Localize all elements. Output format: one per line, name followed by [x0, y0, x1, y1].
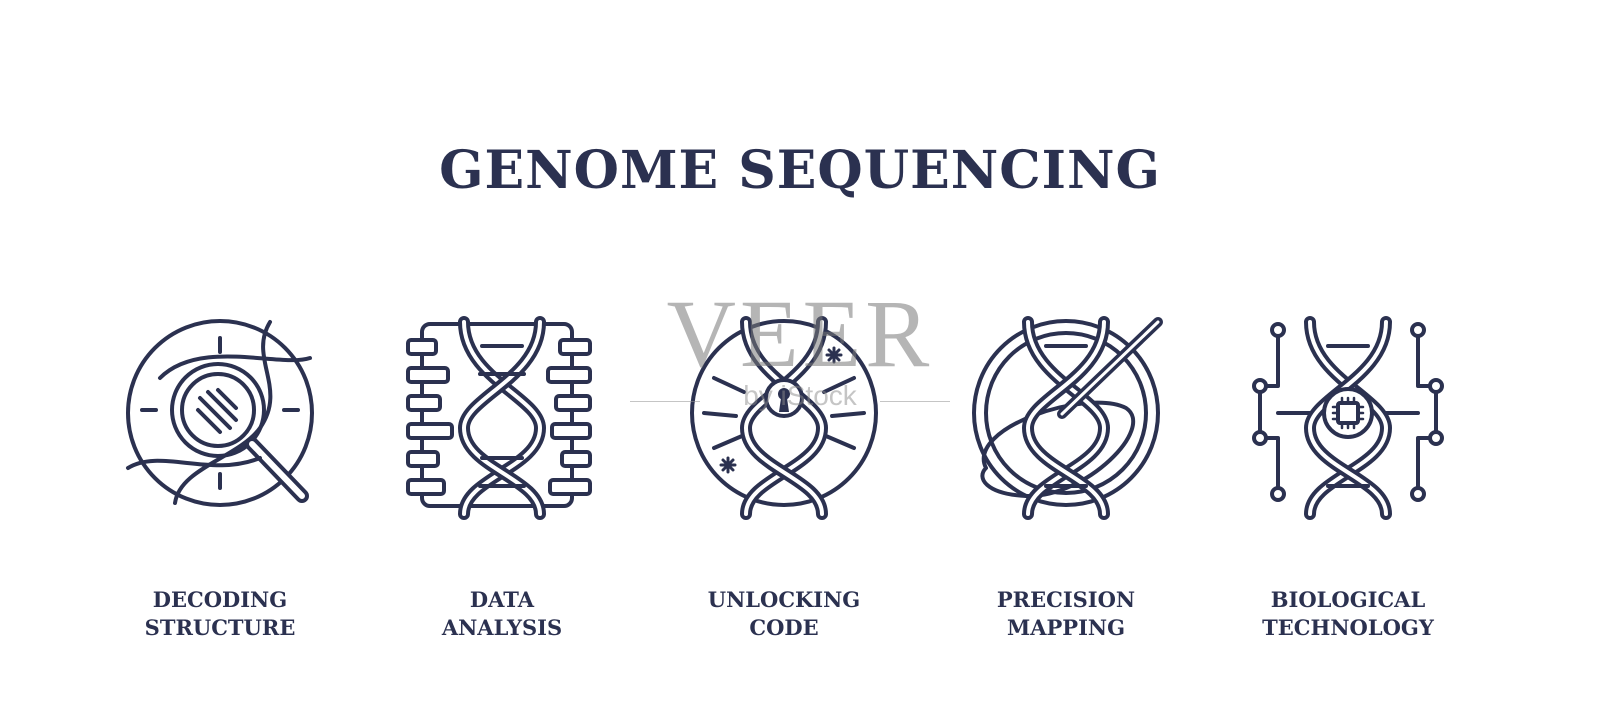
caption-line: DECODING: [152, 587, 288, 612]
caption-data-analysis: DATA ANALYSIS: [382, 586, 622, 642]
caption-line: MAPPING: [1006, 615, 1126, 640]
data-blocks-dna-icon: [402, 316, 602, 520]
diagram-title: GENOME SEQUENCING: [439, 140, 1161, 201]
caption-line: UNLOCKING: [707, 587, 861, 612]
caption-line: PRECISION: [996, 587, 1136, 612]
watermark-rule-right: [880, 401, 950, 402]
caption-line: TECHNOLOGY: [1262, 615, 1434, 640]
keyhole-dna-icon: [684, 316, 884, 520]
caption-line: CODE: [749, 615, 819, 640]
caption-line: DATA: [469, 587, 535, 612]
caption-line: ANALYSIS: [441, 615, 563, 640]
caption-line: BIOLOGICAL: [1270, 587, 1426, 612]
caption-decoding-structure: DECODING STRUCTURE: [100, 586, 340, 642]
caption-biological-technology: BIOLOGICAL TECHNOLOGY: [1228, 586, 1468, 642]
needle-dna-icon: [966, 316, 1166, 520]
chip-dna-icon: [1248, 316, 1448, 520]
caption-unlocking-code: UNLOCKING CODE: [664, 586, 904, 642]
caption-line: STRUCTURE: [144, 615, 296, 640]
magnifier-dna-icon: [120, 318, 320, 518]
caption-precision-mapping: PRECISION MAPPING: [946, 586, 1186, 642]
